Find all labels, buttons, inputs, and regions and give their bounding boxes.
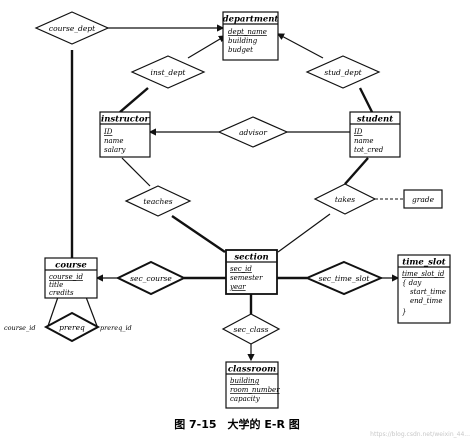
relationship-teaches [124, 185, 192, 217]
time-slot-attr-close-brace: } [402, 308, 406, 316]
relationship-course-dept [34, 11, 110, 45]
label-stud-dept: stud_dept [324, 68, 362, 77]
section-attr-semester: semester [230, 274, 263, 282]
role-course-id: course_id [4, 324, 36, 332]
entity-course-box [44, 257, 98, 299]
line-takes-section [277, 213, 331, 253]
line-takes-student [344, 157, 369, 185]
line-stud-dept-student [358, 87, 374, 113]
entity-attributes: dept_name building budget ID name salary… [49, 28, 446, 403]
line-inst-dept-department [187, 35, 227, 59]
time-slot-attr-time-slot-id: time_slot_id [402, 270, 445, 278]
role-prereq-id: prereq_id [100, 324, 132, 332]
student-attr-name: name [354, 137, 373, 145]
course-attr-credits: credits [49, 289, 74, 297]
time-slot-attr-day: { day [402, 279, 422, 287]
classroom-attr-room-number: room_number [230, 386, 280, 394]
label-takes: takes [335, 195, 355, 204]
section-attr-year: year [229, 283, 246, 291]
figure-caption: 图 7-15 大学的 E-R 图 [174, 417, 300, 431]
entity-department-title: department [223, 15, 279, 25]
line-prereq-right [85, 296, 98, 327]
label-sec-class: sec_class [233, 325, 268, 334]
entity-titles: department instructor student course sec… [55, 15, 446, 375]
label-inst-dept: inst_dept [151, 68, 187, 77]
department-attr-building: building [228, 37, 258, 45]
classroom-attr-capacity: capacity [230, 395, 261, 403]
instructor-attr-id: ID [103, 128, 113, 136]
entity-section-box [225, 249, 278, 295]
instructor-attr-name: name [104, 137, 123, 145]
entity-classroom-box [225, 361, 279, 409]
line-teaches-instructor [121, 157, 151, 187]
role-labels: course_id prereq_id [4, 324, 132, 332]
student-attr-id: ID [353, 128, 363, 136]
relationship-takes [313, 183, 377, 215]
entity-course-title: course [55, 261, 87, 271]
relationship-prereq [43, 311, 101, 343]
entity-boxes [44, 11, 451, 409]
department-attr-dept-name: dept_name [228, 28, 267, 36]
connector-lines [47, 24, 404, 362]
relationship-sec-time-slot [304, 260, 384, 296]
line-inst-dept-instructor [119, 87, 149, 113]
relationship-diamonds [34, 11, 384, 345]
course-attr-title: title [49, 281, 63, 289]
time-slot-attr-end-time: end_time [410, 297, 442, 305]
label-advisor: advisor [239, 128, 267, 137]
relationship-stud-dept [305, 55, 381, 89]
label-sec-course: sec_course [130, 274, 172, 283]
label-prereq: prereq [59, 323, 85, 332]
department-attr-budget: budget [228, 46, 253, 54]
entity-classroom-title: classroom [228, 365, 276, 375]
relationship-sec-course [115, 260, 187, 296]
label-teaches: teaches [143, 197, 172, 206]
line-teaches-section [171, 215, 226, 253]
student-attr-tot-cred: tot_cred [354, 146, 384, 154]
attribute-grade-label: grade [412, 195, 435, 204]
line-prereq-left [47, 296, 59, 327]
section-attr-sec-id: sec_id [230, 265, 252, 273]
entity-instructor-title: instructor [101, 115, 150, 125]
entity-time-slot-title: time_slot [402, 258, 445, 268]
relationship-sec-class [221, 313, 281, 345]
watermark: https://blog.csdn.net/weixin_44... [370, 431, 470, 438]
relationship-inst-dept [130, 55, 206, 89]
entity-section-title: section [234, 253, 268, 263]
line-stud-dept-department [276, 33, 324, 59]
label-sec-time-slot: sec_time_slot [319, 274, 371, 283]
time-slot-attr-start-time: start_time [410, 288, 446, 296]
entity-student-title: student [357, 115, 393, 125]
instructor-attr-salary: salary [104, 146, 127, 154]
attribute-grade-box [403, 189, 443, 209]
entity-department-box [222, 11, 279, 61]
relationship-labels: course_dept inst_dept stud_dept advisor … [49, 24, 435, 334]
entity-time-slot-box [397, 254, 451, 324]
course-attr-course-id: course_id [49, 273, 83, 281]
classroom-attr-building: building [230, 377, 260, 385]
entity-instructor-box [99, 111, 151, 158]
relationship-advisor [217, 116, 289, 148]
entity-student-box [349, 111, 401, 158]
label-course-dept: course_dept [49, 24, 96, 33]
